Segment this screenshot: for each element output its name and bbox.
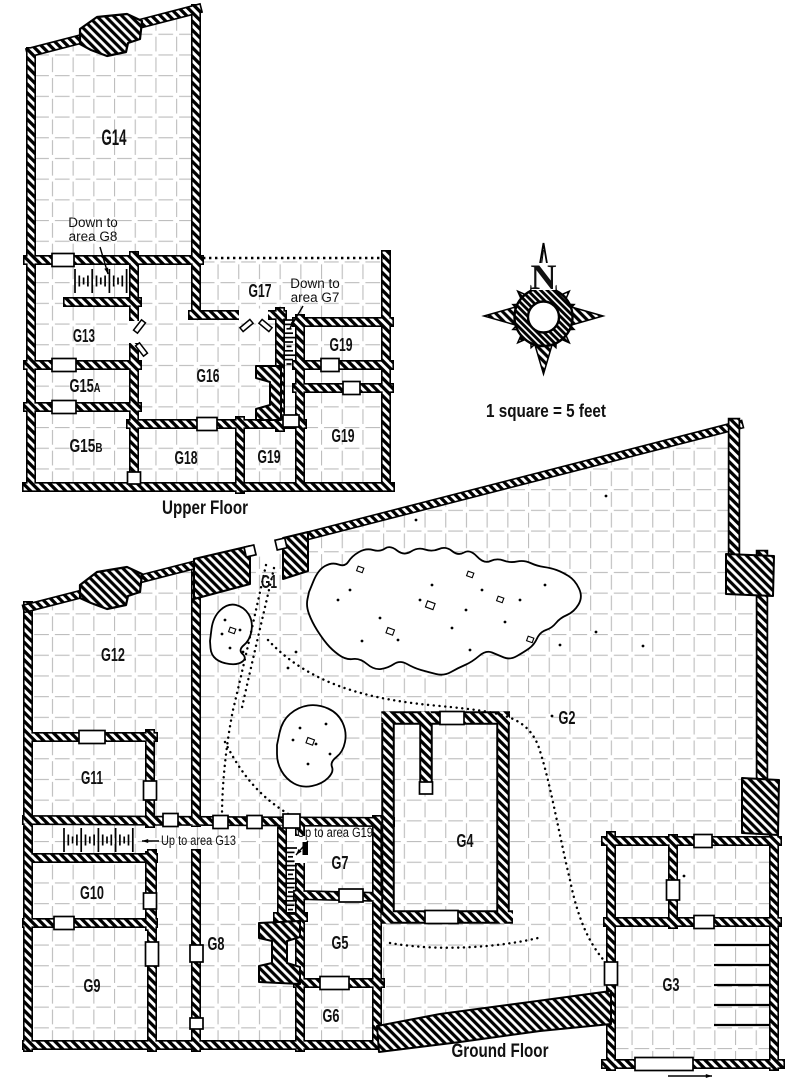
svg-text:G2: G2: [559, 708, 576, 728]
svg-text:G17: G17: [249, 281, 272, 301]
svg-text:G12: G12: [101, 645, 125, 665]
svg-text:G16: G16: [197, 366, 220, 386]
svg-text:G15A: G15A: [70, 376, 101, 396]
svg-text:G15B: G15B: [70, 436, 103, 456]
svg-text:area G7: area G7: [291, 290, 340, 305]
svg-text:G3: G3: [663, 975, 680, 995]
svg-text:G4: G4: [457, 831, 474, 851]
svg-text:Up to area G19: Up to area G19: [297, 825, 373, 840]
svg-text:area G8: area G8: [69, 229, 118, 244]
svg-text:G19: G19: [258, 447, 281, 467]
svg-text:N: N: [531, 257, 557, 297]
svg-text:Upper Floor: Upper Floor: [162, 498, 248, 519]
svg-text:G5: G5: [332, 933, 349, 953]
svg-text:G6: G6: [323, 1006, 340, 1026]
svg-text:Up to area G13: Up to area G13: [161, 833, 236, 848]
svg-text:G19: G19: [330, 335, 353, 355]
svg-text:G8: G8: [208, 934, 225, 954]
svg-text:Down to: Down to: [68, 215, 118, 230]
svg-text:G14: G14: [102, 125, 127, 150]
svg-text:G10: G10: [80, 883, 104, 903]
svg-text:G7: G7: [332, 853, 349, 873]
svg-text:G11: G11: [81, 768, 103, 788]
svg-text:G1: G1: [261, 572, 277, 592]
svg-text:1 square = 5 feet: 1 square = 5 feet: [486, 400, 606, 421]
svg-text:G18: G18: [175, 448, 198, 468]
svg-text:Down to: Down to: [290, 276, 340, 291]
svg-text:G19: G19: [332, 426, 355, 446]
svg-text:Ground Floor: Ground Floor: [452, 1041, 549, 1062]
svg-text:G13: G13: [73, 326, 95, 346]
svg-text:G9: G9: [84, 976, 101, 996]
